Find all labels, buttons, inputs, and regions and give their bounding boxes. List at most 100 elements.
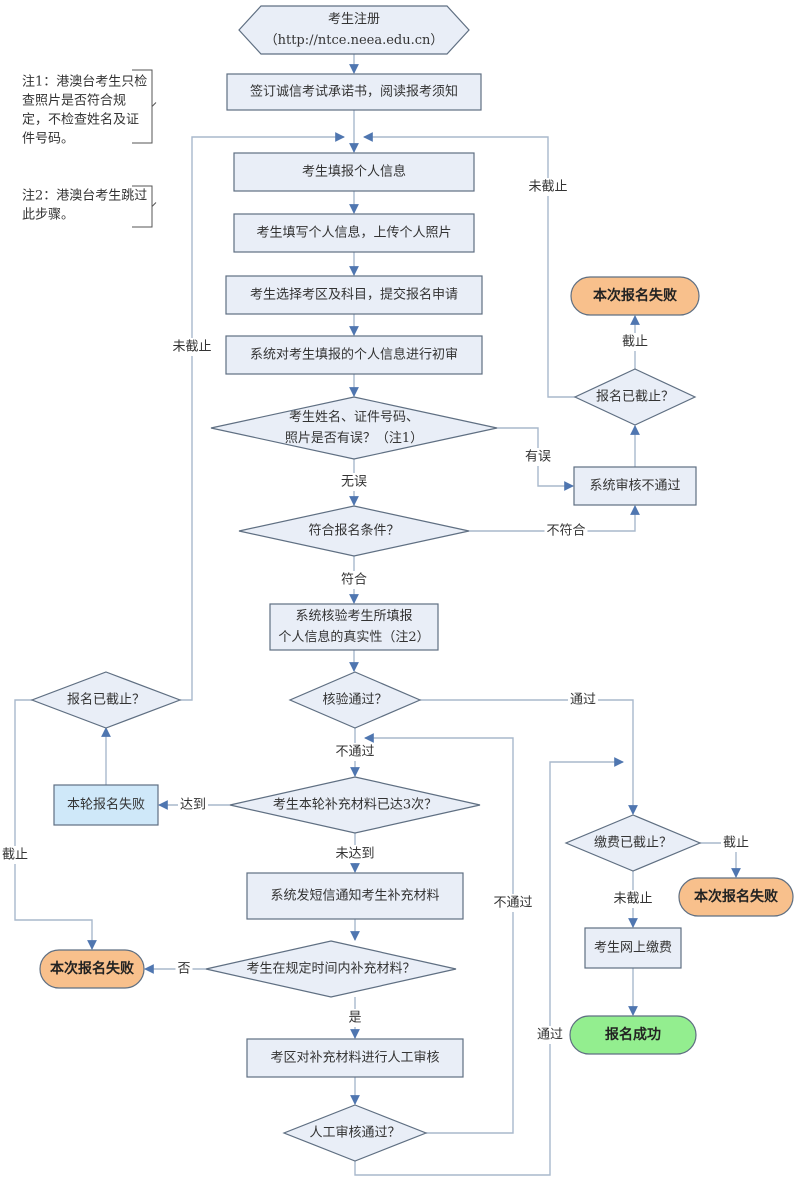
edge-noneligible-reject [469,505,640,532]
edge-label-eligible: 符合 [341,572,367,588]
notes: 注1：港澳台考生只检查照片是否符合规定，不检查姓名及证件号码。注2：港澳台考生跳… [22,69,157,228]
node-label: 考生本轮补充材料已达3次？ [273,797,437,813]
node-label: 考生填报个人信息 [302,164,406,180]
node-label: 本次报名失败 [593,287,678,304]
decision-diamond [238,505,470,557]
node-deadline-left: 报名已截止？ [30,671,182,729]
process-box [225,275,483,315]
label-bg [333,743,377,761]
edge-deadline-left-fail [14,699,97,950]
node-round-fail: 本轮报名失败 [53,784,159,826]
label-bg [339,571,369,589]
node-label: 核验通过？ [322,692,387,708]
label-bg [523,448,553,466]
node-sign: 签订诚信考试承诺书，阅读报考须知 [226,73,482,111]
node-start: 考生注册 （http://ntce.neea.edu.cn） [238,5,470,55]
node-label: 考区对补充材料进行人工审核 [270,1050,439,1066]
node-label: 个人信息的真实性（注2） [278,629,429,645]
edge-label-yes-supplement: 是 [348,1011,361,1026]
label-bg [620,333,650,351]
node-fee-deadline: 缴费已截止？ [564,814,702,872]
node-label: 签订诚信考试承诺书，阅读报考须知 [250,84,458,100]
node-label: 报名已截止？ [596,389,674,405]
edge-label-fail-verify: 不通过 [335,745,374,760]
note-line: 查照片是否符合规 [22,93,126,109]
process-box [246,1038,464,1078]
edge-verify-fee [420,699,638,815]
node-label: 系统对考生填报的个人信息进行初审 [250,347,458,363]
node-label: 考生网上缴费 [594,941,672,956]
node-fail-right: 本次报名失败 [678,877,794,917]
process-box [53,784,159,826]
node-label: 本次报名失败 [50,960,135,977]
process-box [246,872,464,920]
edge-label-no-supplement: 否 [177,962,190,977]
label-bg [526,178,570,196]
label-bg [170,338,214,356]
label-bg [721,834,751,852]
process-box [225,335,483,375]
node-sms-notify: 系统发短信通知考生补充材料 [246,872,464,920]
edge-label-manual-fail: 不通过 [493,896,532,911]
node-fail-top: 本次报名失败 [570,276,700,316]
node-label: 人工审核通过？ [309,1126,400,1141]
process-box [269,603,439,651]
node-fill-info: 考生填报个人信息 [233,152,475,192]
process-box [233,213,475,253]
fail-terminal [570,276,700,316]
node-label: 缴费已截止？ [594,836,672,851]
node-label: 考生注册 [328,12,380,27]
edge-deadline-left-loop [180,132,345,701]
node-label: 系统核验考生所填报 [295,608,412,624]
decision-diamond [564,814,702,872]
node-label: 符合报名条件？ [308,523,399,539]
edge-label-manual-pass: 通过 [537,1028,563,1043]
label-bg [178,796,208,814]
decision-diamond [282,1104,428,1162]
node-select-area: 考生选择考区及科目，提交报名申请 [225,275,483,315]
decision-diamond [210,396,498,460]
start-hexagon [238,5,470,55]
edge-label-fee-not-closed: 未截止 [613,892,652,907]
node-label: 考生在规定时间内补充材料？ [246,961,415,977]
node-label: 系统发短信通知考生补充材料 [270,888,439,904]
label-bg [333,845,377,863]
label-bg [346,1009,364,1027]
label-bg [568,691,598,709]
fail-terminal [39,949,145,989]
node-check-errors: 考生姓名、证件号码、照片是否有误？（注1） [210,396,498,460]
note-line: 此步骤。 [22,208,74,223]
process-box [573,466,697,506]
edge-manual-pass-loop [354,757,624,1176]
edge-labels: 未截止截止有误无误不符合符合通过不通过达到未达到未截止截止否是不通过通过截止未截… [0,178,751,1044]
node-manual-pass: 人工审核通过？ [282,1104,428,1162]
node-label: 考生填写个人信息，上传个人照片 [256,225,451,241]
note-line: 注2：港澳台考生跳过 [22,188,147,204]
note-bracket [132,185,157,228]
node-label: 系统审核不通过 [589,479,680,494]
edge-label-not-eligible: 不符合 [546,523,585,539]
node-deadline-right: 报名已截止？ [573,368,697,426]
edge-label-not-reached: 未达到 [335,847,374,862]
success-terminal [569,1015,697,1055]
label-bg [175,960,193,978]
edge-label-has-error: 有误 [525,450,551,465]
node-success: 报名成功 [569,1015,697,1055]
note-bracket [132,69,157,144]
label-bg [0,846,30,864]
decision-diamond [205,940,457,998]
node-label: （http://ntce.neea.edu.cn） [265,33,444,48]
node-pay-online: 考生网上缴费 [584,927,682,969]
edge-label-not-closed-right: 未截止 [528,180,567,195]
edge-label-closed-right: 截止 [622,335,648,350]
edge-label-pass-verify: 通过 [570,693,596,708]
node-label: 报名成功 [605,1026,661,1043]
process-box [233,152,475,192]
label-bg [491,894,535,912]
decision-diamond [573,368,697,426]
label-bg [535,1026,565,1044]
